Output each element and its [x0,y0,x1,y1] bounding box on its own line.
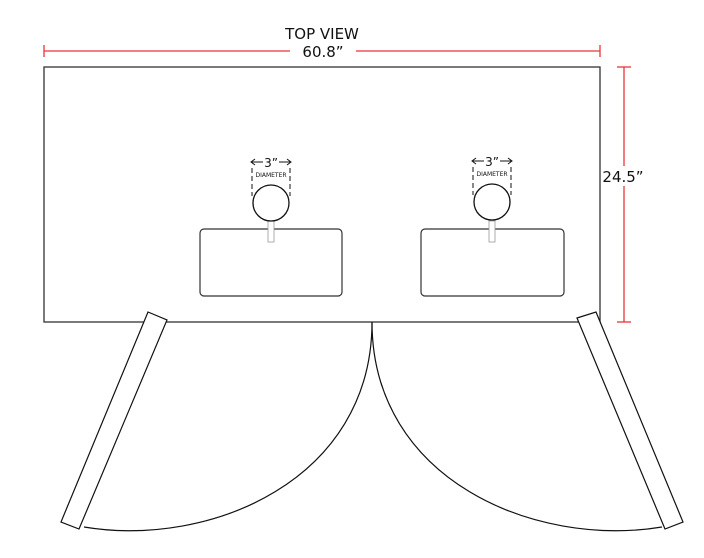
right-knob-size: 3” [485,155,499,169]
right-knob-stem [488,220,496,243]
depth-dimension-line [617,66,631,323]
width-dimension-line [43,45,601,57]
diagram-title: TOP VIEW [284,25,359,43]
right-door-swing-arc [371,321,663,532]
left-knob-circle [252,184,290,222]
left-knob-size: 3” [264,156,278,170]
cabinet-outline [43,66,601,323]
right-knob-circle [473,183,511,221]
width-label: 60.8” [302,43,343,61]
right-door [576,311,684,530]
left-door [60,311,168,530]
left-door-swing-arc [83,321,373,532]
depth-label: 24.5” [602,168,643,186]
right-knob-diameter-label: DIAMETER [476,171,507,178]
left-knob: 3” DIAMETER [199,156,343,297]
left-knob-diameter-label: DIAMETER [255,172,286,179]
right-knob: 3” DIAMETER [420,155,565,297]
left-knob-stem [267,220,275,243]
